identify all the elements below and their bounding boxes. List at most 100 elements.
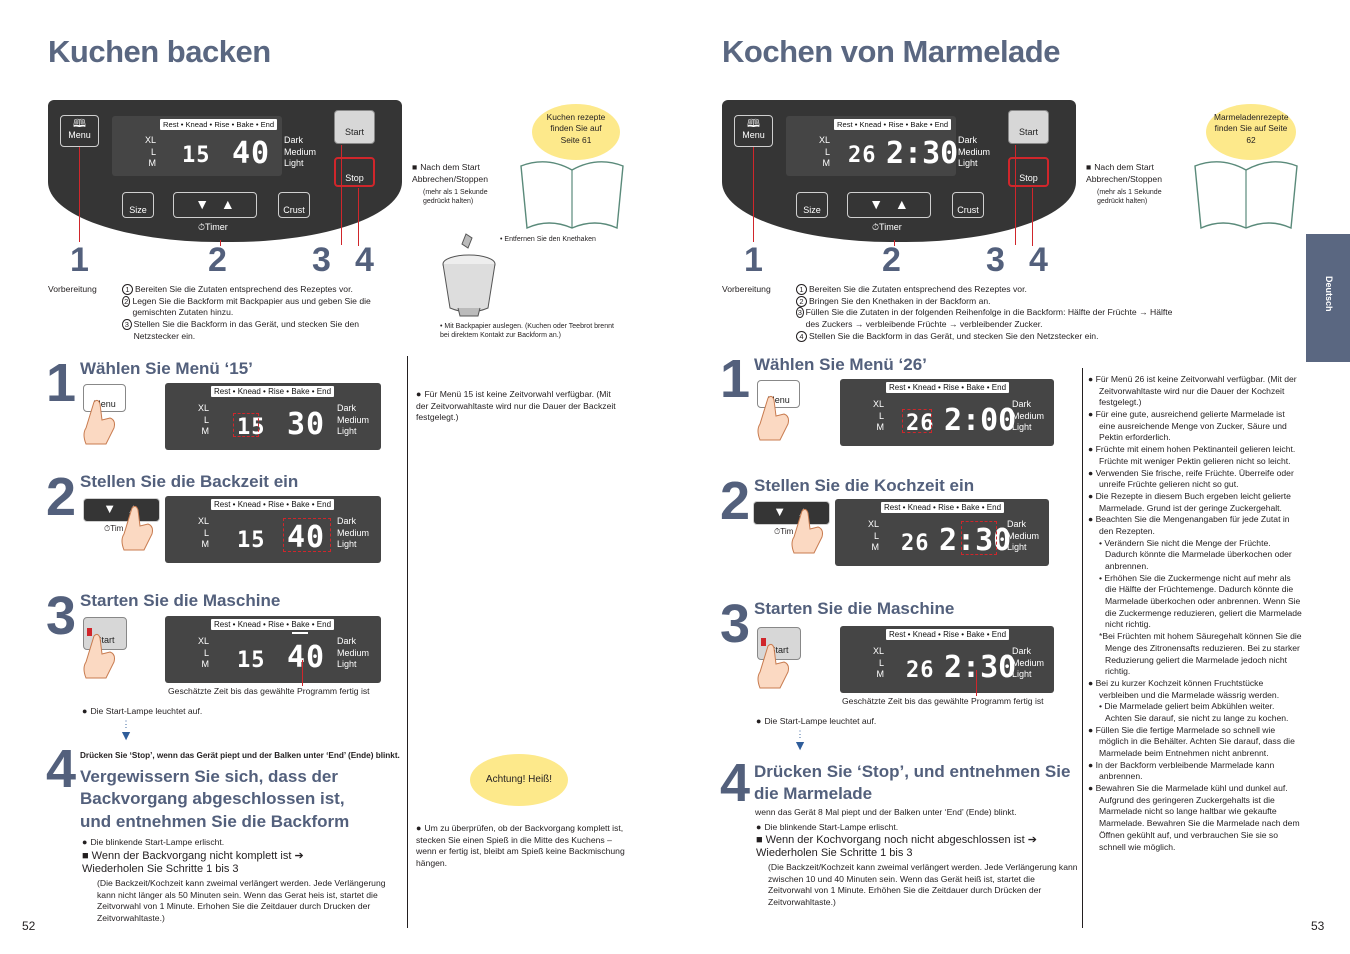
- start-button[interactable]: Start: [334, 110, 375, 144]
- callout-line: [753, 147, 754, 242]
- crust-button[interactable]: Crust: [952, 192, 984, 218]
- callout-line: [976, 670, 977, 696]
- extend-note: (Die Backzeit/Kochzeit kann zweimal verl…: [97, 878, 386, 924]
- lamp-note: Die Start-Lampe leuchtet auf.: [82, 705, 202, 718]
- callout-number: 3: [312, 241, 331, 279]
- step-number: 3: [46, 586, 77, 646]
- callout-line: [341, 145, 342, 245]
- step-number: 1: [46, 353, 77, 413]
- hand-pointer-icon: [83, 399, 115, 445]
- menu-number-display: 15: [237, 528, 266, 553]
- pan-note: • Mit Backpapier auslegen. (Kuchen oder …: [440, 323, 614, 340]
- callout-number: 4: [355, 241, 374, 279]
- note-item: • Verändern Sie nicht die Menge der Früc…: [1099, 537, 1292, 571]
- time-display: 2:00: [944, 403, 1017, 438]
- note-item: • Die Marmelade geliert beim Abkühlen we…: [1099, 701, 1289, 723]
- menu-number-display: 15: [237, 415, 266, 440]
- step4-sub: wenn das Gerät 8 Mal piept und der Balke…: [755, 807, 1017, 817]
- time-caption: Geschätzte Zeit bis das gewählte Program…: [168, 686, 370, 696]
- timer-arrows[interactable]: ▼ ▲: [173, 192, 257, 218]
- step-title: Wählen Sie Menü ‘26’: [754, 355, 927, 374]
- page-number: 53: [1311, 919, 1325, 933]
- start-lamp: [87, 628, 92, 636]
- menu-button[interactable]: Menu: [83, 384, 126, 412]
- prep-label: Vorbereitung: [722, 284, 771, 294]
- note-item: ● Bewahren Sie die Marmelade kühl und du…: [1088, 783, 1300, 852]
- time-caption: Geschätzte Zeit bis das gewählte Program…: [842, 696, 1044, 706]
- step-number: 4: [720, 753, 751, 813]
- callout-number: 2: [208, 241, 227, 279]
- note-item: ● Füllen Sie die fertige Marmelade so sc…: [1088, 724, 1295, 758]
- stop-note: Nach dem Start Abbrechen/Stoppen: [1086, 162, 1182, 185]
- column-divider: [407, 356, 408, 928]
- program-sequence: Rest • Knead • Rise • Bake • End: [160, 119, 278, 130]
- stop-note-small: (mehr als 1 Sekunde gedrückt halten): [423, 189, 488, 206]
- step-number: 2: [46, 467, 77, 527]
- time-display: 40: [287, 640, 326, 675]
- timer-arrows[interactable]: ▼ ▲: [83, 498, 160, 522]
- callout-line: [1015, 145, 1016, 245]
- page-number: 52: [22, 919, 36, 933]
- stop-button[interactable]: Stop: [334, 157, 375, 187]
- time-display: 40: [232, 136, 271, 171]
- time-display: 40: [287, 520, 326, 555]
- step-title: Vergewissern Sie sich, dass der Backvorg…: [80, 767, 350, 831]
- step-title: Drücken Sie ‘Stop’, und entnehmen Sie di…: [754, 762, 1071, 804]
- lamp-note: Die Start-Lampe leuchtet auf.: [756, 715, 876, 728]
- side-note: Um zu überprüfen, ob der Backvorgang kom…: [416, 822, 626, 870]
- page-title-right: Kochen von Marmelade: [722, 34, 1060, 69]
- dotted-arrow: ⋮▼: [119, 719, 133, 744]
- menu-number-display: 26: [848, 143, 877, 168]
- timer-label: ⏱Tim: [774, 527, 794, 536]
- note-item: ● Bei zu kurzer Kochzeit können Fruchtst…: [1088, 677, 1280, 700]
- step4-pre: Drücken Sie ‘Stop’, wenn das Gerät piept…: [80, 751, 400, 760]
- notes-column: ● Für Menü 26 ist keine Zeitvorwahl verf…: [1088, 374, 1303, 853]
- start-button[interactable]: Start: [1008, 110, 1049, 144]
- stop-button[interactable]: Stop: [1008, 157, 1049, 187]
- step-title: Stellen Sie die Kochzeit ein: [754, 476, 975, 495]
- menu-button[interactable]: Menu: [757, 380, 800, 408]
- step-title: Starten Sie die Maschine: [754, 599, 955, 618]
- timer-label: ⏱Timer: [198, 222, 228, 232]
- callout-line: [358, 188, 359, 246]
- crust-button[interactable]: Crust: [278, 192, 310, 218]
- step-number: 2: [720, 471, 751, 531]
- callout-line: [220, 240, 221, 246]
- menu-button[interactable]: 🕮 Menu: [60, 115, 99, 147]
- control-panel-right: 🕮 Menu Rest • Knead • Rise • Bake • End …: [722, 100, 1076, 242]
- highlight-box: [233, 413, 259, 437]
- note-item: ● Verwenden Sie frische, reife Früchte. …: [1088, 467, 1294, 490]
- hand-pointer-icon: [121, 505, 153, 551]
- time-display: 2:30: [886, 136, 959, 171]
- callout-number: 1: [70, 241, 89, 279]
- note-item: ● Für eine gute, ausreichend gelierte Ma…: [1088, 409, 1287, 443]
- timer-label: ⏱Tim: [104, 524, 124, 533]
- highlight-box: [283, 518, 331, 552]
- hot-warning-bubble: Achtung! Heiß!: [470, 754, 568, 806]
- time-display: 2:30: [944, 650, 1017, 685]
- menu-button[interactable]: 🕮 Menu: [734, 115, 773, 147]
- incomplete-note: Wenn der Backvorgang nicht komplett ist …: [82, 850, 332, 875]
- timer-arrows[interactable]: ▼ ▲: [847, 192, 931, 218]
- stop-note-small: (mehr als 1 Sekunde gedrückt halten): [1097, 189, 1162, 206]
- progress-bar: [292, 632, 308, 634]
- kneader-note: • Entfernen Sie den Knethaken: [500, 236, 596, 243]
- hand-pointer-icon: [83, 633, 115, 679]
- column-divider: [1082, 368, 1083, 928]
- dotted-arrow: ⋮▼: [793, 729, 807, 754]
- menu-number-display: 15: [182, 143, 211, 168]
- menu-number-display: 26: [906, 411, 935, 436]
- book-icon: 🕮: [747, 118, 760, 130]
- recipe-book-icon: [1194, 161, 1298, 230]
- size-button[interactable]: Size: [122, 192, 154, 218]
- step-number: 4: [46, 739, 77, 799]
- size-button[interactable]: Size: [796, 192, 828, 218]
